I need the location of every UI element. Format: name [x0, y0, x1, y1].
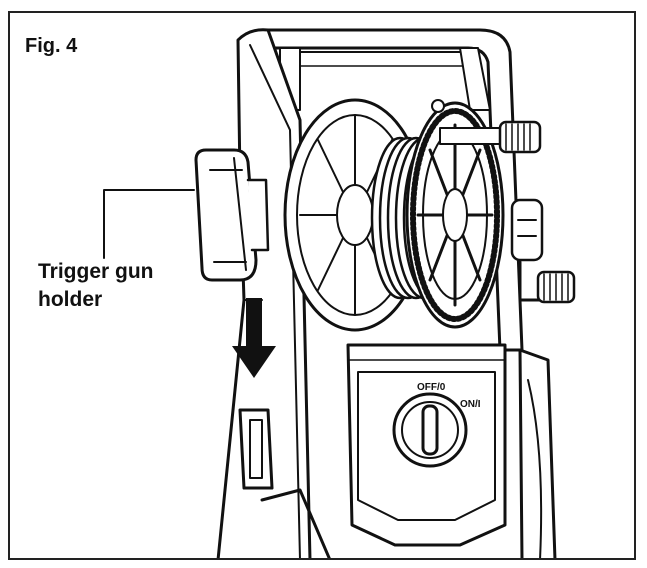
callout-label: Trigger gun holder: [38, 258, 154, 314]
figure-label: Fig. 4: [25, 35, 78, 57]
trigger-gun-holder: [194, 148, 270, 282]
switch-on-label: ON/I: [460, 399, 481, 410]
callout-leader-line: [103, 189, 195, 259]
lower-clip: [238, 408, 331, 558]
down-arrow-icon: [232, 298, 276, 378]
upper-knob: [431, 99, 542, 154]
crank-handle: [510, 198, 576, 304]
callout-label-line2: holder: [38, 288, 103, 311]
hose-reel: [283, 98, 505, 332]
callout-label-line1: Trigger gun: [38, 260, 154, 283]
on-off-switch: [392, 392, 468, 468]
switch-off-label: OFF/0: [417, 382, 446, 393]
right-leg: [518, 348, 557, 558]
